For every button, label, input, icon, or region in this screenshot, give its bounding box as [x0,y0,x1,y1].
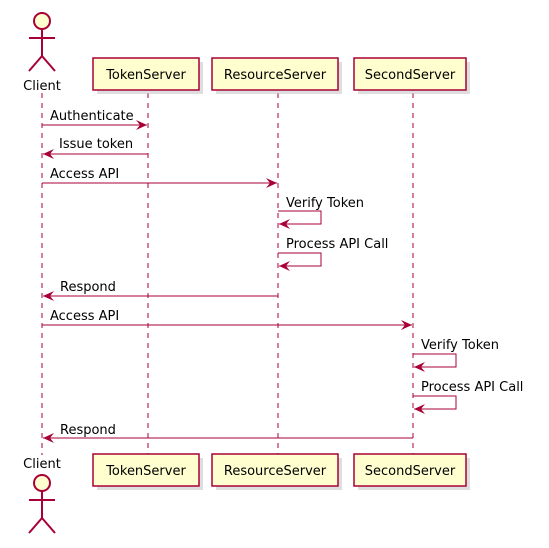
message-label: Access API [50,167,119,182]
client-label-bottom: Client [23,457,61,472]
resource-server-box-bottom: ResourceServer [211,453,342,490]
message-access-api-1: Access API [42,167,277,188]
message-verify-token-2: Verify Token [413,338,499,372]
client-actor-top [28,12,56,72]
token-server-label-bottom: TokenServer [105,464,186,479]
resource-server-label-top: ResourceServer [224,68,327,83]
message-label: Issue token [59,137,133,152]
message-label: Authenticate [50,109,134,124]
message-respond-2: Respond [43,423,413,443]
message-authenticate: Authenticate [42,109,147,130]
client-actor-bottom [28,474,56,534]
message-label: Process API Call [286,237,388,252]
message-respond-1: Respond [43,280,278,301]
token-server-box-top: TokenServer [92,57,203,94]
message-label: Respond [60,280,116,295]
second-server-label-top: SecondServer [365,68,456,83]
message-label: Verify Token [286,196,364,211]
message-process-api-call-1: Process API Call [278,237,388,271]
token-server-box-bottom: TokenServer [92,453,203,490]
message-process-api-call-2: Process API Call [413,380,523,414]
message-verify-token-1: Verify Token [278,196,364,229]
second-server-box-top: SecondServer [353,57,470,94]
message-label: Access API [50,309,119,324]
client-label-top: Client [23,79,61,94]
resource-server-box-top: ResourceServer [211,57,342,94]
message-access-api-2: Access API [42,309,412,330]
second-server-label-bottom: SecondServer [365,464,456,479]
message-label: Process API Call [421,380,523,395]
resource-server-label-bottom: ResourceServer [224,464,327,479]
message-label: Respond [60,423,116,438]
message-issue-token: Issue token [43,137,148,159]
token-server-label-top: TokenServer [105,68,186,83]
second-server-box-bottom: SecondServer [353,453,470,490]
message-label: Verify Token [421,338,499,353]
